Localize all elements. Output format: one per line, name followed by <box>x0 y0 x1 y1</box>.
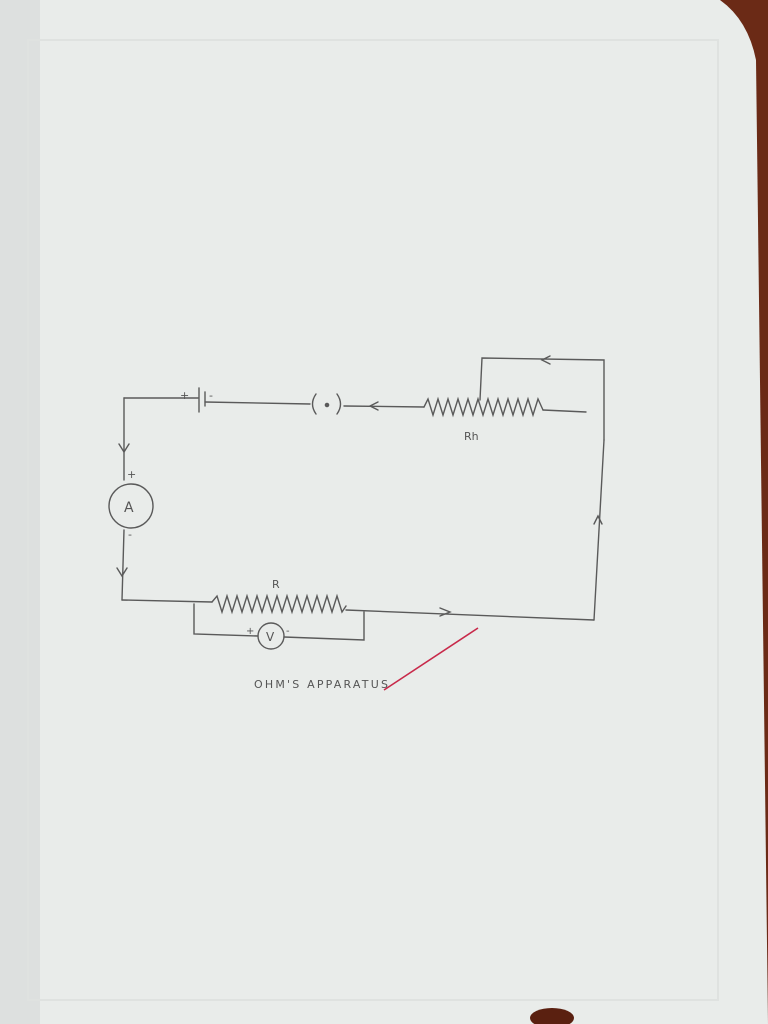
resistor-zigzag <box>211 593 347 615</box>
current-arrow-left-bottom <box>116 567 128 578</box>
rheostat-label: Rh <box>464 430 479 443</box>
current-arrow-bottom <box>439 607 452 617</box>
current-arrow-right <box>593 514 603 525</box>
wire-top-mid <box>204 401 311 405</box>
circuit-diagram <box>108 355 605 650</box>
voltmeter-label: V <box>266 630 275 644</box>
ammeter-plus-label: + <box>127 468 136 481</box>
current-arrow-top <box>368 401 379 411</box>
ammeter-circle <box>108 483 154 529</box>
voltmeter-circle <box>257 622 285 650</box>
wire-key-rheostat <box>343 405 425 408</box>
wire-rheostat-right <box>542 409 587 413</box>
voltmeter-wire <box>193 603 259 637</box>
voltmeter-wire-right <box>283 611 365 641</box>
current-arrow-left-top <box>118 443 130 454</box>
page-shadow-left <box>0 0 40 1024</box>
diagram-title: OHM'S APPARATUS <box>254 678 390 691</box>
voltmeter-plus-label: + <box>246 626 254 637</box>
finger-tip <box>530 1008 574 1024</box>
wire-bottom-left <box>121 599 213 603</box>
battery-minus-label: - <box>209 389 213 402</box>
battery-plus-label: + <box>180 389 189 402</box>
ammeter-minus-label: - <box>128 528 132 541</box>
ammeter-label: A <box>124 500 134 516</box>
wire-bottom-right <box>345 609 595 621</box>
teacher-check-mark <box>383 627 479 691</box>
current-arrow-rheostat <box>540 355 551 365</box>
wire-left-lower <box>121 529 125 601</box>
diagram-labels: + - + A - Rh R + V - OHM'S APPARATUS <box>124 389 479 691</box>
page-inner-border <box>27 39 719 1001</box>
plug-key-dot <box>324 402 330 408</box>
resistor-label: R <box>272 578 280 591</box>
battery-cell <box>198 387 206 413</box>
plug-key <box>311 393 342 415</box>
wire-right <box>593 439 605 621</box>
rheostat-zigzag <box>423 396 544 418</box>
voltmeter-minus-label: - <box>286 626 290 637</box>
